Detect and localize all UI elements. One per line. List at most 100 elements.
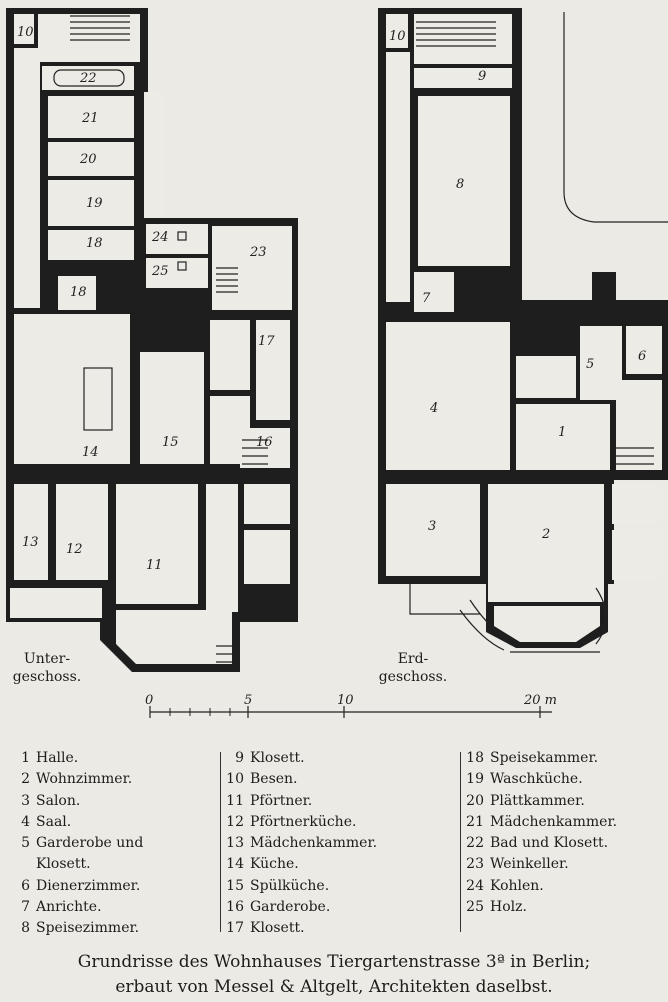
room-number: 13 <box>22 535 39 550</box>
room-number: 17 <box>258 334 275 349</box>
legend-item-number: 14 <box>226 856 244 873</box>
room-number: 6 <box>638 349 646 364</box>
legend-item-label: Bad und Klosett. <box>490 835 609 852</box>
legend-item-label: Küche. <box>250 856 299 873</box>
room-number: 23 <box>249 245 267 260</box>
room-number: 21 <box>81 111 99 126</box>
legend-item-number: 11 <box>226 792 244 809</box>
legend-item: 9 Klosett. <box>216 748 377 769</box>
legend-item: 22 Bad und Klosett. <box>456 833 617 854</box>
room-number: 14 <box>82 445 99 460</box>
legend-item-number: 21 <box>466 813 484 830</box>
room-number: 18 <box>86 236 103 251</box>
floor-plan-drawing: 10 22 21 20 19 18 24 25 23 18 17 14 15 1… <box>6 8 668 718</box>
legend-item-number: 25 <box>466 899 484 916</box>
ground-floor-label: Erd- geschoss. <box>370 650 456 686</box>
room-number: 19 <box>86 196 103 211</box>
scale-bar: 0 5 10 20 m <box>145 693 557 718</box>
room-number: 16 <box>256 435 273 450</box>
legend-item-label: Pförtner. <box>250 792 313 809</box>
legend-item: 6 Dienerzimmer. <box>2 876 143 897</box>
legend-item-label: Salon. <box>36 792 81 809</box>
basement-label-line: Unter- <box>23 651 71 667</box>
legend-item: 17 Klosett. <box>216 918 377 939</box>
legend-item-number: 3 <box>21 792 30 809</box>
legend-item-number: 24 <box>466 877 484 894</box>
room-number: 20 <box>79 152 97 167</box>
legend-divider <box>220 752 221 932</box>
legend-item: Klosett. <box>2 854 143 875</box>
room-number: 9 <box>478 69 486 84</box>
caption-line-1: Grundrisse des Wohnhauses Tiergartenstra… <box>77 952 591 972</box>
legend-item-label: Kohlen. <box>490 877 544 894</box>
legend-item-number: 13 <box>226 835 244 852</box>
ground-floor-label-line: geschoss. <box>378 669 448 685</box>
legend-item-number: 7 <box>21 899 30 916</box>
legend-item-label: Klosett. <box>36 856 91 873</box>
legend-item-number: 18 <box>466 750 484 766</box>
legend-item-label: Holz. <box>490 899 527 916</box>
legend-item: 10 Besen. <box>216 769 377 790</box>
legend-item-number: 9 <box>235 750 244 766</box>
legend-item-number: 16 <box>226 899 244 916</box>
legend-item-label: Speisezimmer. <box>36 920 140 937</box>
ground-floor-plan: 10 9 8 7 4 5 6 1 3 2 <box>378 8 668 653</box>
legend-item-label: Pförtnerküche. <box>250 813 357 830</box>
legend-divider <box>460 752 461 932</box>
legend-item-number: 22 <box>466 835 484 852</box>
legend-item: 25 Holz. <box>456 897 617 918</box>
legend-item-label: Dienerzimmer. <box>36 877 141 894</box>
legend-item-number: 8 <box>21 920 30 937</box>
room-number: 24 <box>151 230 169 245</box>
legend-item-label: Plättkammer. <box>490 792 585 809</box>
room-number: 18 <box>70 285 87 300</box>
legend-item-label: Mädchenkammer. <box>490 813 618 830</box>
scale-tick-label: 5 <box>244 693 252 708</box>
legend-item-number: 1 <box>21 750 30 766</box>
basement-label-line: geschoss. <box>12 669 82 685</box>
legend-item: 5 Garderobe und <box>2 833 143 854</box>
legend-item-number: 12 <box>226 813 244 830</box>
legend-item-label: Speisekammer. <box>490 750 599 766</box>
legend-item-label: Halle. <box>36 750 79 766</box>
legend-item: 8 Speisezimmer. <box>2 918 143 939</box>
room-number: 15 <box>162 435 179 450</box>
legend-item-number: 17 <box>226 920 244 937</box>
legend-item-number: 6 <box>21 877 30 894</box>
room-number: 5 <box>586 357 594 372</box>
legend-item-label: Garderobe und <box>36 835 144 852</box>
legend-item: 14 Küche. <box>216 854 377 875</box>
legend-item-number: 5 <box>21 835 30 852</box>
legend-item-label: Klosett. <box>250 750 305 766</box>
room-number: 1 <box>558 425 566 440</box>
room-number: 10 <box>389 29 406 44</box>
legend-item-number: 10 <box>226 771 244 788</box>
legend-item-label: Klosett. <box>250 920 305 937</box>
caption-line-2: erbaut von Messel & Altgelt, Architekten… <box>115 977 553 997</box>
room-number: 2 <box>541 527 550 542</box>
room-number: 8 <box>456 177 464 192</box>
legend-item-number: 2 <box>21 771 30 788</box>
ground-floor-label-line: Erd- <box>397 651 429 667</box>
room-number: 25 <box>151 264 169 279</box>
legend-item-label: Besen. <box>250 771 298 788</box>
legend-item: 1 Halle. <box>2 748 143 769</box>
legend-item: 18 Speisekammer. <box>456 748 617 769</box>
room-number: 22 <box>79 71 97 86</box>
legend-item-number: 20 <box>466 792 484 809</box>
room-number: 7 <box>422 291 431 306</box>
legend-item: 24 Kohlen. <box>456 876 617 897</box>
room-number: 4 <box>429 401 438 416</box>
room-number: 10 <box>17 25 34 40</box>
legend-item: 20 Plättkammer. <box>456 791 617 812</box>
